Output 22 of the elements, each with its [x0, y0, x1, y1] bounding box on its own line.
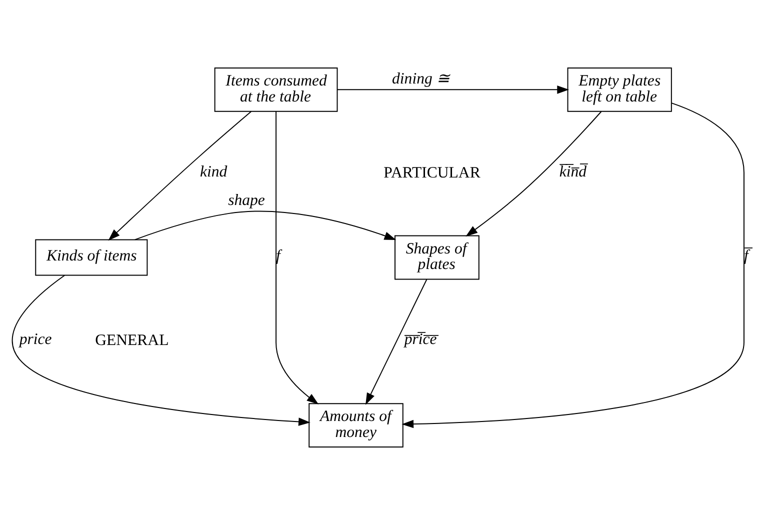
- edge-label: dining ≅: [392, 70, 450, 88]
- edge-label: shape: [228, 192, 265, 210]
- arrow: [402, 102, 744, 428]
- arrow: [134, 210, 396, 240]
- label: GENERAL: [95, 332, 169, 350]
- edge-label: kind: [200, 163, 228, 180]
- node-box: Items consumed at the table: [214, 67, 338, 112]
- edge-label: f: [276, 247, 280, 264]
- edge-label: price: [19, 331, 52, 348]
- node-box: Shapes of plates: [394, 235, 480, 280]
- arrow: [366, 279, 428, 405]
- label: PARTICULAR: [384, 164, 480, 182]
- edge-label: p̅r̅i̅c̅e̅: [404, 331, 437, 348]
- node-box: Amounts of money: [308, 403, 404, 448]
- node-box: Empty plates left on table: [567, 67, 672, 112]
- arrow: [12, 274, 310, 426]
- node-box: Kinds of items: [35, 239, 148, 276]
- arrow: [276, 111, 319, 404]
- arrow: [466, 111, 602, 236]
- edge-label: k̅i̅n̅d̅: [559, 163, 587, 180]
- arrow: [108, 111, 252, 241]
- arrow: [336, 86, 569, 94]
